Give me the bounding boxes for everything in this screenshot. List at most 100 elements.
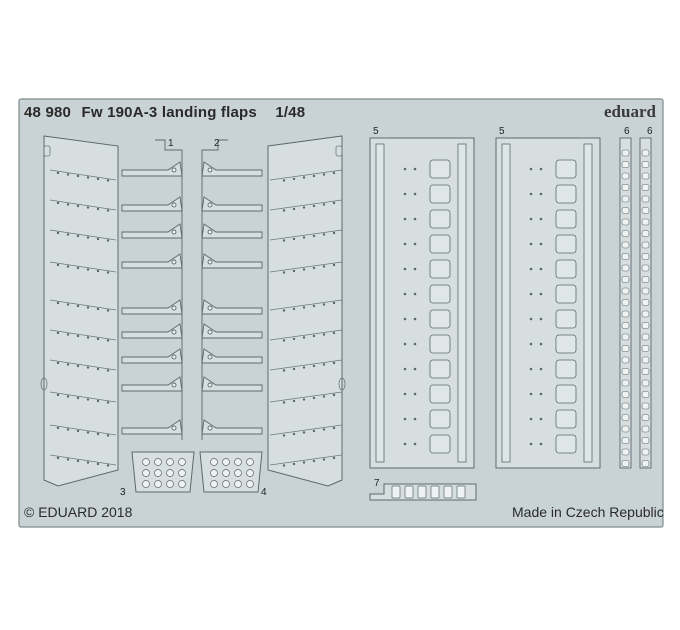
rivet-dot [529,442,533,446]
strip-cell [555,209,577,229]
strip-cell [429,184,451,204]
rivet-dot [322,233,326,236]
hinge-spine [155,139,183,440]
part-number-5b: 5 [499,126,505,137]
rivet-dot [96,269,100,273]
strip-hole [641,276,650,283]
bracket-tab [456,485,466,499]
rivet-dot [332,331,336,335]
rivet-dot [66,265,70,268]
rivet-dot [529,192,533,196]
hinge-hole [171,202,177,208]
flap-rib [49,391,117,403]
flap-rib [269,329,343,341]
catalog-number: 48 980 [24,104,72,121]
rivet-dot [322,363,326,366]
rivet-dot [292,399,296,403]
hinge-hole [171,167,177,173]
perforation-hole [234,469,242,477]
hinge-brackets-1 [121,139,183,440]
strip-hole [621,437,630,444]
rivet-dot [529,392,533,396]
perforation-hole [154,469,162,477]
rivet-dot [312,459,316,463]
rivet-dot [292,432,296,436]
rivet-dot [539,342,543,346]
strip-hole [621,253,630,260]
strip-hole [621,287,630,295]
strip-hole [641,437,650,444]
rivet-dot [96,177,100,181]
rivet-dot [539,442,543,446]
brand-logo: eduard [604,102,656,121]
rivet-dot [106,209,110,212]
rivet-dot [529,417,533,421]
rivet-dot [86,336,90,339]
hinge-bracket [121,253,183,269]
hinge-bracket [121,196,183,212]
flap-rib [49,169,117,181]
bracket-tab [443,485,453,499]
rivet-dot [529,317,533,321]
strip-cell [555,334,577,354]
rivet-dot [302,431,306,434]
rivet-dot [312,364,316,368]
hinge-bracket [201,223,263,239]
rivet-dot [66,203,70,206]
flap-strip-5a [369,137,475,469]
rivet-dot [106,309,110,312]
strip-cell [429,409,451,429]
rivet-dot [403,242,407,246]
hinge-bracket [201,196,263,212]
rivet-dot [413,417,417,421]
rivet-dot [56,171,60,175]
perforation-hole [178,480,186,488]
strip-hole [621,276,630,283]
strip-hole [641,460,650,467]
hinge-bracket [201,299,263,315]
strip-hole [641,448,650,456]
flap-rib [49,229,117,241]
flap-rib [269,454,343,466]
flap-rib [269,299,343,311]
rivet-dot [106,239,110,242]
rivet-dot [292,367,296,371]
bracket-tab [391,485,401,499]
strip-hole [621,218,630,226]
hinge-hole [207,259,213,265]
rivet-dot [403,217,407,221]
rivet-dot [106,464,110,467]
rivet-dot [96,307,100,311]
perforation-hole [154,458,162,466]
rivet-dot [332,201,336,205]
hinge-hole [207,425,213,431]
rivet-dot [403,392,407,396]
hinge-hole [207,382,213,388]
rivet-dot [413,367,417,371]
hinge-hole [207,354,213,360]
rivet-dot [403,367,407,371]
rivet-dot [322,458,326,461]
strip-cell [555,284,577,304]
rivet-dot [56,263,60,267]
rivet-dot [96,432,100,436]
strip-cell [429,209,451,229]
strip-hole [641,172,650,180]
rivet-dot [106,434,110,437]
strip-hole [641,414,650,421]
rivet-dot [282,464,286,467]
rivet-dot [529,267,533,271]
rivet-dot [282,434,286,437]
rivet-dot [56,201,60,205]
hinge-hole [207,229,213,235]
rivet-dot [529,292,533,296]
strip-hole [641,218,650,226]
strip-hole [641,230,650,237]
strip-hole [641,253,650,260]
hinge-hole [207,305,213,311]
strip-hole [621,402,630,410]
rivet-dot [413,342,417,346]
strip-hole [641,356,650,364]
rivet-dot [86,366,90,369]
strip-hole [621,345,630,352]
